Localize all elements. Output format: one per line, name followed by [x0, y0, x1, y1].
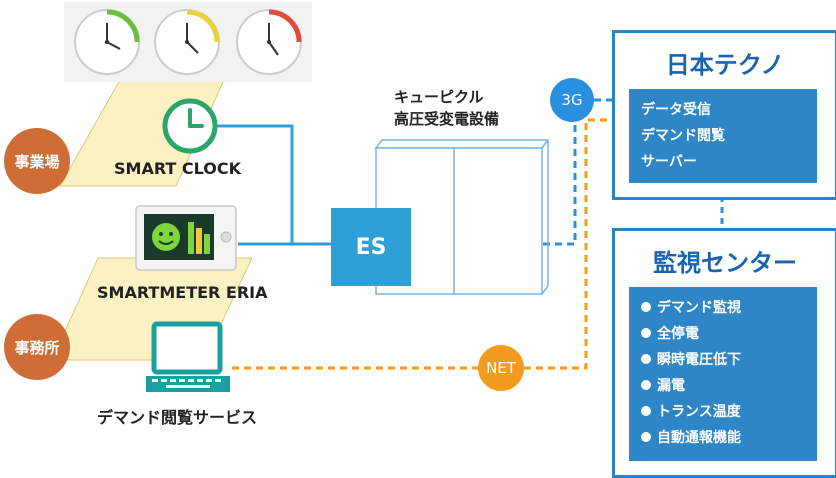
- list-item: 全停電: [641, 321, 817, 347]
- site-label: 事業場: [4, 128, 70, 194]
- smart-clock-icon: [162, 98, 218, 154]
- 3g-badge: 3G: [550, 78, 594, 122]
- bullet-icon: [641, 354, 651, 364]
- net-to-server-line: [524, 118, 612, 370]
- bullet-icon: [641, 328, 651, 338]
- clock-yellow-icon: [154, 9, 220, 75]
- list-item: デマンド閲覧: [641, 128, 725, 144]
- list-item: トランス温度: [641, 399, 817, 425]
- list-item-label: 全停電: [657, 326, 699, 342]
- bullet-icon: [641, 432, 651, 442]
- nihon-techno-list: データ受信 デマンド閲覧 サーバー: [629, 89, 817, 183]
- list-item-label: 自動通報機能: [657, 430, 741, 446]
- monitoring-center-panel: 監視センター デマンド監視 全停電 瞬時電圧低下 漏電 トランス温度 自動通報機…: [612, 228, 836, 478]
- clock-red-icon: [236, 9, 302, 75]
- list-item-label: トランス温度: [657, 404, 741, 420]
- list-item-label: 瞬時電圧低下: [657, 352, 741, 368]
- nihon-techno-panel: 日本テクノ データ受信 デマンド閲覧 サーバー: [612, 30, 836, 200]
- office-label: 事務所: [4, 314, 70, 380]
- demand-service-label: デマンド閲覧サービス: [97, 408, 258, 427]
- list-item: 漏電: [641, 373, 817, 399]
- list-item-label: 漏電: [657, 378, 685, 394]
- list-item: 瞬時電圧低下: [641, 347, 817, 373]
- bullet-icon: [641, 302, 651, 312]
- smart-clock-label: SMART CLOCK: [114, 159, 242, 178]
- monitoring-center-title: 監視センター: [653, 249, 797, 277]
- clock-green-icon: [74, 9, 140, 75]
- cubicle-label-line1: キューピクル: [394, 88, 484, 106]
- monitoring-center-list: デマンド監視 全停電 瞬時電圧低下 漏電 トランス温度 自動通報機能: [629, 287, 817, 461]
- clock-samples-panel: [64, 2, 312, 82]
- laptop-icon: [146, 321, 230, 392]
- list-item: データ受信: [641, 102, 711, 118]
- list-item: サーバー: [641, 154, 697, 170]
- cubicle-label-line2: 高圧受変電設備: [394, 110, 500, 128]
- smartmeter-icon: [135, 205, 237, 271]
- smartmeter-label: SMARTMETER ERIA: [97, 283, 268, 302]
- nihon-techno-title: 日本テクノ: [665, 51, 785, 79]
- bullet-icon: [641, 406, 651, 416]
- list-item: 自動通報機能: [641, 425, 817, 451]
- cubicle-label: キューピクル 高圧受変電設備: [394, 86, 499, 130]
- list-item-label: デマンド監視: [657, 300, 741, 316]
- list-item: デマンド監視: [641, 295, 817, 321]
- net-badge: NET: [478, 345, 524, 391]
- bullet-icon: [641, 380, 651, 390]
- es-box: ES: [331, 208, 411, 286]
